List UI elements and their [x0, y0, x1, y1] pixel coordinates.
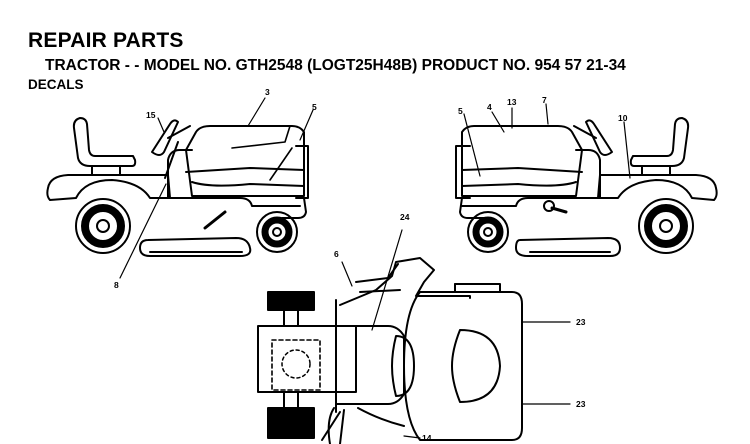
callout-6: 6	[334, 249, 339, 259]
callout-10: 10	[618, 113, 628, 123]
callout-23-top: 23	[576, 317, 586, 327]
callout-15: 15	[146, 110, 156, 120]
callout-14: 14	[422, 433, 432, 443]
section-heading: DECALS	[28, 77, 84, 92]
model-subtitle: TRACTOR - - MODEL NO. GTH2548 (LOGT25H48…	[45, 57, 626, 74]
callout-3: 3	[265, 87, 270, 97]
callout-4: 4	[487, 102, 492, 112]
top-view-tractor	[257, 229, 571, 444]
callout-5-left: 5	[312, 102, 317, 112]
callout-7: 7	[542, 95, 547, 105]
left-side-tractor	[46, 97, 314, 279]
callout-5-right: 5	[458, 106, 463, 116]
callout-24: 24	[400, 212, 410, 222]
callout-23-bottom: 23	[576, 399, 586, 409]
right-side-tractor	[455, 103, 718, 257]
callout-13: 13	[507, 97, 517, 107]
callout-8: 8	[114, 280, 119, 290]
page-title: REPAIR PARTS	[28, 29, 184, 52]
